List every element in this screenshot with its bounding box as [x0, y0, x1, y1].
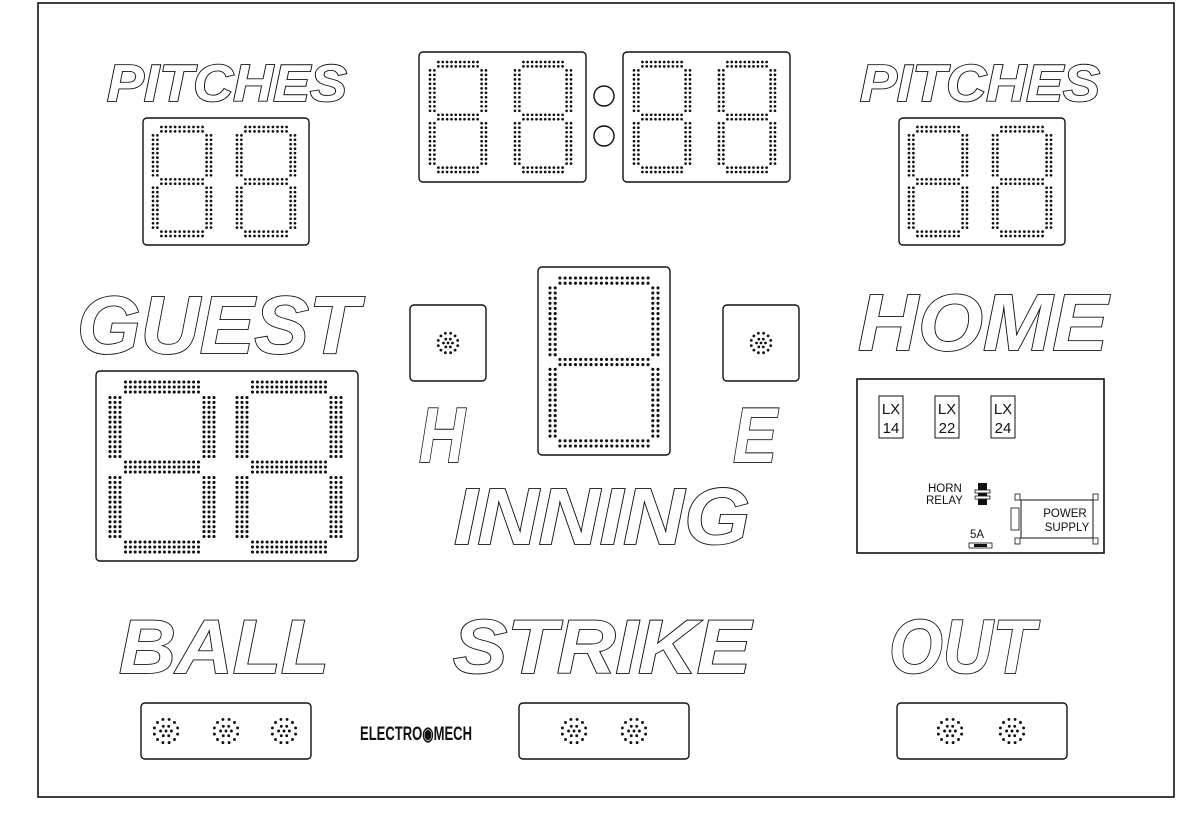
lx-module-2-line2: 22 [939, 420, 956, 437]
errors-label: E [733, 391, 779, 479]
strike-label: STRIKE [453, 605, 753, 690]
guest-score-digits [108, 380, 343, 554]
hits-indicator-lamp [436, 331, 460, 355]
power-supply-component [1010, 493, 1099, 545]
pitches-right-digits [907, 125, 1053, 238]
guest-label: GUEST [77, 280, 365, 371]
errors-indicator-lamp [749, 331, 773, 355]
lx-module-2 [934, 395, 960, 439]
clock-right-digits [632, 60, 777, 174]
home-label: HOME [858, 278, 1111, 367]
lx-module-1 [878, 395, 904, 439]
power-supply-label-line1: POWER [1043, 508, 1086, 520]
power-supply-label-line2: SUPPLY [1045, 522, 1090, 534]
inning-digit [548, 276, 660, 448]
clock-right-panel [622, 51, 791, 183]
strike-indicator-lamps [560, 717, 648, 745]
out-label: OUT [889, 605, 1040, 690]
lx-module-3 [990, 395, 1016, 439]
clock-left-digits [428, 60, 573, 174]
lx-module-1-line1: LX [882, 401, 900, 418]
pitches-right-panel [898, 117, 1066, 246]
lx-module-3-line2: 24 [995, 420, 1012, 437]
clock-left-panel [418, 51, 587, 183]
hits-label: H [419, 391, 466, 479]
inning-label: INNING [454, 472, 750, 561]
strike-indicator-panel [518, 702, 690, 760]
lx-module-1-line2: 14 [883, 420, 900, 437]
pitches-left-label: PITCHES [107, 55, 347, 113]
pitches-right-label: PITCHES [860, 55, 1100, 113]
inning-panel [537, 266, 671, 456]
horn-relay-label-line2: RELAY [926, 495, 963, 507]
clock-colon-top [593, 85, 615, 107]
ball-label: BALL [119, 605, 329, 690]
electro-mech-logo: ELECTRO◉MECH [360, 724, 472, 745]
clock-colon-bottom [593, 125, 615, 147]
horn-relay-label-line1: HORN [928, 483, 962, 495]
pitches-left-panel [142, 117, 310, 246]
guest-score-panel [95, 370, 359, 562]
lx-module-2-line1: LX [938, 401, 956, 418]
pitches-left-digits [151, 125, 297, 238]
fuse-label: 5A [970, 529, 984, 541]
out-indicator-panel [896, 702, 1068, 760]
out-indicator-lamps [936, 717, 1026, 745]
horn-relay-component [974, 483, 991, 505]
fuse-component [968, 542, 993, 549]
ball-indicator-lamps [152, 717, 298, 745]
lx-module-3-line1: LX [994, 401, 1012, 418]
